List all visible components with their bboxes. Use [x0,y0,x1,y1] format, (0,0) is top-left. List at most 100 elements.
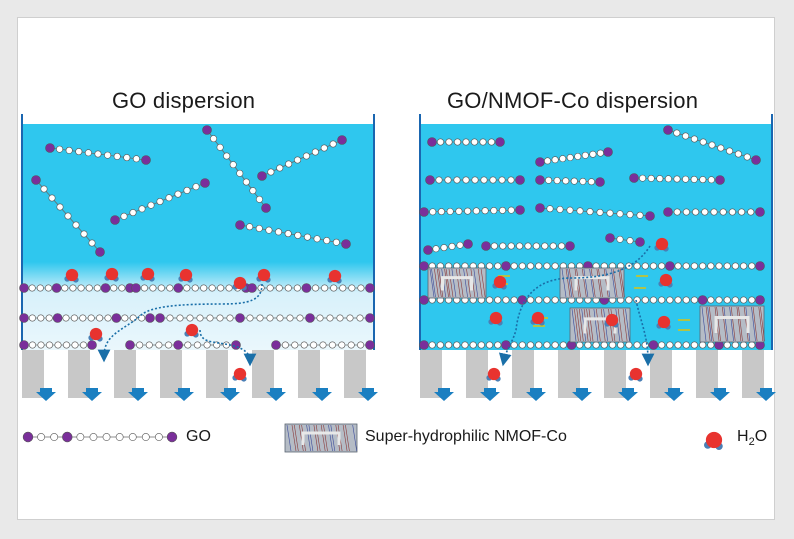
nmof-co-texture [738,306,743,342]
nmof-co-texture [345,424,350,452]
go-bead [231,340,241,350]
go-bead [149,284,157,292]
go-bead [715,175,725,185]
go-sheet [110,178,210,225]
go-bead [740,296,748,304]
go-bead [456,241,464,249]
go-bead [348,284,356,292]
go-bead [747,208,755,216]
go-bead [312,284,320,292]
go-bead [656,175,664,183]
go-bead [419,261,429,271]
go-bead [495,137,505,147]
go-bead [639,174,647,182]
nmof-co-particle [699,305,765,343]
go-bead [356,314,364,322]
water-molecule [178,268,193,283]
go-bead [267,168,275,176]
go-sheet-bond [609,237,641,243]
go-sheet [419,261,765,271]
go-bead [743,153,751,161]
go-bead [556,205,564,213]
go-bead [723,341,731,349]
go-bead [551,296,559,304]
nmof-co-texture [722,306,727,342]
go-sheet [427,137,505,147]
go-bead [246,314,254,322]
go-bead [235,313,245,323]
go-bead [445,341,453,349]
go-sheet [247,283,375,293]
go-bead [305,313,315,323]
go-bead [186,314,194,322]
go-bead [28,284,36,292]
go-bead [95,247,105,257]
go-bead [255,224,263,232]
go-bead [751,155,761,165]
go-bead [19,340,29,350]
go-bead [332,238,340,246]
permeate-arrow [756,388,776,401]
go-bead [728,208,736,216]
go-bead [319,341,327,349]
nmof-co-texture [437,268,442,298]
membrane-post [252,350,274,398]
go-bead [423,245,433,255]
go-bead [437,208,445,216]
go-bead [674,341,682,349]
go-bead [65,146,73,154]
go-bead [330,284,338,292]
go-bead [436,341,444,349]
go-bead [629,173,639,183]
go-sheet [22,431,178,443]
membrane-post [160,350,182,398]
go-bead [242,178,250,186]
go-sheet [535,175,605,187]
go-sheet [31,175,105,257]
go-bead [56,203,64,211]
permeate-arrow [358,388,378,401]
nmof-co-texture [729,306,734,342]
go-bead [740,341,748,349]
go-bead [174,190,182,198]
oxygen-atom [531,311,545,325]
legend-go-label: GO [186,428,211,445]
go-bead [419,207,429,217]
go-bead [490,242,498,250]
go-sheet [235,220,351,249]
go-bead [682,262,690,270]
go-bead [471,176,479,184]
go-bead [707,262,715,270]
nmof-co-texture [612,268,618,298]
go-bead [489,176,497,184]
water-molecule [104,267,119,282]
nmof-co-texture [291,424,297,452]
oxygen-atom [233,276,247,290]
go-bead [202,125,212,135]
go-bead [626,237,634,245]
go-bead [453,341,461,349]
go-bead [61,284,69,292]
nmof-co-texture [286,424,292,452]
go-bead [723,262,731,270]
nmof-co-texture [574,308,579,342]
go-bead [50,433,59,441]
go-bead [121,314,129,322]
water-molecule [327,269,342,284]
go-bead [62,341,70,349]
oxygen-atom [179,268,193,282]
nmof-co-texture [299,424,304,452]
go-bead [54,341,62,349]
go-bead [673,208,681,216]
go-bead [510,296,518,304]
go-bead [28,314,36,322]
go-bead [487,138,495,146]
go-bead [429,208,437,216]
water-flow-path [635,299,655,367]
go-bead [45,314,53,322]
go-bead [726,147,734,155]
go-bead [276,314,284,322]
go-bead [641,262,649,270]
nmof-co-texture [596,268,602,298]
